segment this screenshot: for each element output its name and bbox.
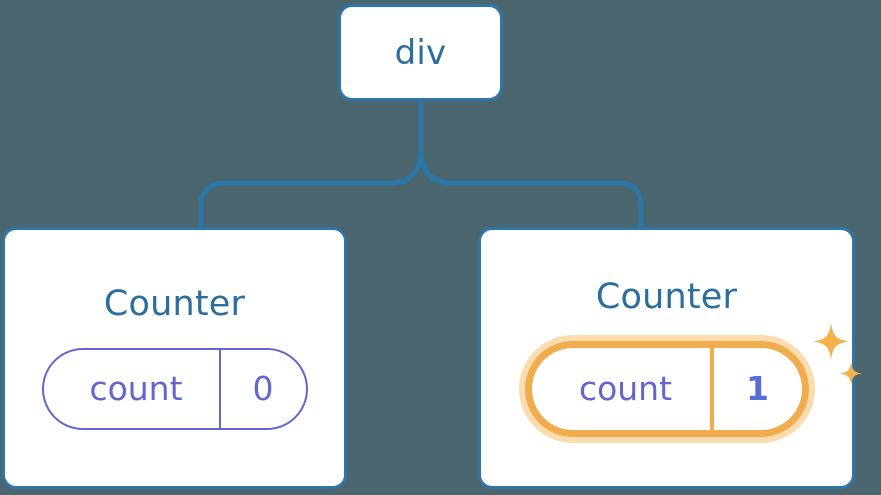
node-counter-right[interactable]: Counter count 1 [478, 227, 862, 489]
node-counter-left-title: Counter [103, 283, 246, 324]
node-root[interactable]: div [338, 4, 503, 101]
state-pill-left[interactable]: count 0 [41, 347, 308, 430]
node-counter-left[interactable]: Counter count 0 [2, 227, 347, 489]
sparkle-large-icon [812, 322, 849, 360]
state-value-right: 1 [709, 347, 802, 430]
state-pill-right-highlighted[interactable]: count 1 [524, 340, 809, 437]
state-pill-wrap-left: count 0 [41, 347, 308, 430]
node-root-title: div [394, 32, 447, 73]
state-value-left: 0 [218, 349, 306, 428]
state-key-left: count [89, 369, 183, 408]
state-pill-wrap-right: count 1 [524, 322, 862, 437]
connector-branch-right [418, 147, 644, 230]
state-key-right: count [578, 369, 673, 408]
node-counter-right-title: Counter [595, 276, 738, 317]
connector-branch-left [198, 147, 424, 230]
